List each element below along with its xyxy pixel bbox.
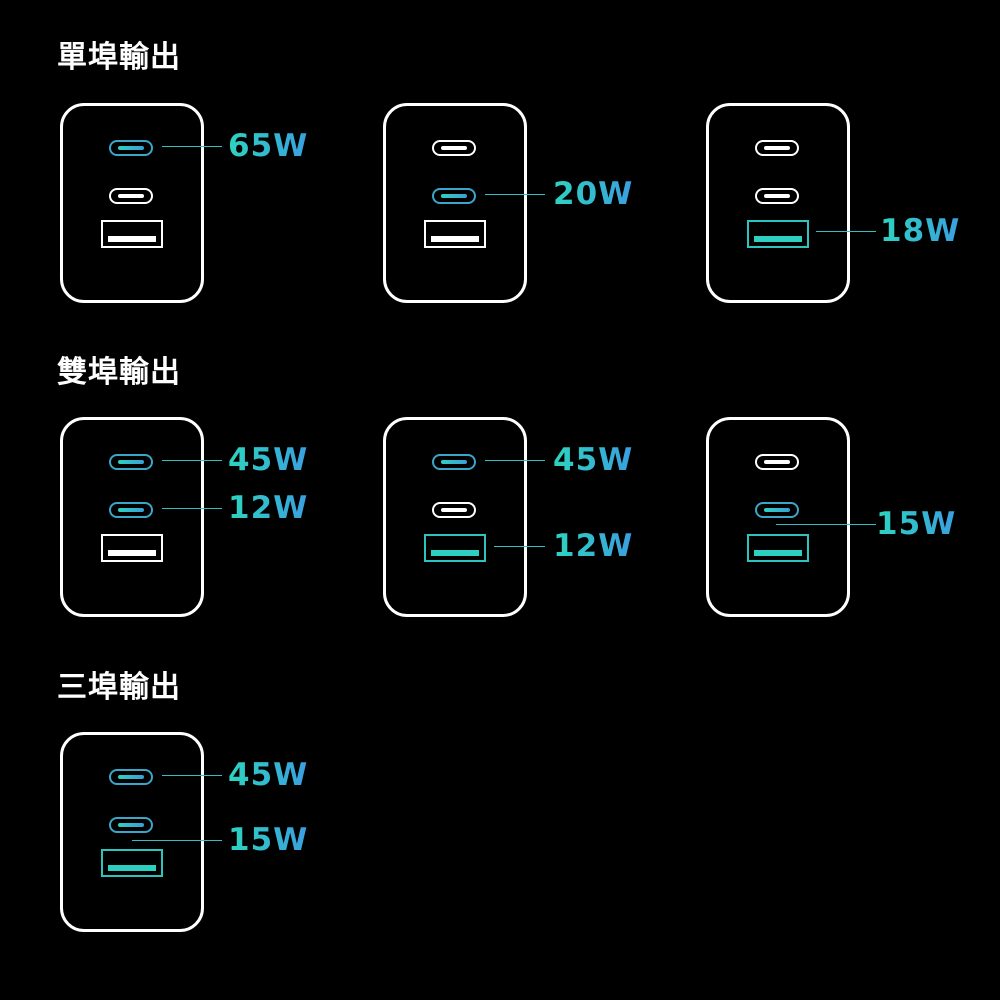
section-heading: 單埠輸出	[57, 40, 181, 75]
usb-c-port-icon	[432, 140, 476, 156]
usb-c-port-icon	[109, 188, 153, 204]
leader-line	[162, 460, 222, 461]
wattage-label: 45W	[553, 442, 634, 478]
usb-c-port-icon	[755, 188, 799, 204]
charger-outline	[383, 417, 527, 617]
usb-c-port-icon	[432, 188, 476, 204]
leader-line	[162, 146, 222, 147]
usb-c-port-icon	[109, 502, 153, 518]
leader-line	[132, 840, 222, 841]
section-heading: 雙埠輸出	[57, 355, 181, 390]
usb-c-port-icon	[109, 769, 153, 785]
leader-line	[494, 546, 545, 547]
usb-a-port-icon	[101, 849, 163, 877]
charger-outline	[706, 417, 850, 617]
leader-line	[162, 508, 222, 509]
wattage-label: 15W	[228, 822, 309, 858]
usb-a-port-icon	[747, 534, 809, 562]
wattage-label: 20W	[553, 176, 634, 212]
wattage-label: 12W	[228, 490, 309, 526]
charger-outline	[383, 103, 527, 303]
usb-c-port-icon	[755, 140, 799, 156]
charger-outline	[60, 103, 204, 303]
usb-a-port-icon	[101, 534, 163, 562]
usb-a-port-icon	[424, 220, 486, 248]
usb-c-port-icon	[755, 454, 799, 470]
usb-c-port-icon	[432, 502, 476, 518]
charger-outline	[60, 417, 204, 617]
usb-a-port-icon	[424, 534, 486, 562]
leader-line	[816, 231, 876, 232]
leader-line	[485, 460, 545, 461]
usb-c-port-icon	[109, 454, 153, 470]
charger-outline	[60, 732, 204, 932]
wattage-label: 15W	[876, 506, 957, 542]
wattage-label: 65W	[228, 128, 309, 164]
charger-outline	[706, 103, 850, 303]
section-heading: 三埠輸出	[57, 670, 181, 705]
leader-line	[162, 775, 222, 776]
usb-c-port-icon	[109, 140, 153, 156]
usb-a-port-icon	[747, 220, 809, 248]
usb-a-port-icon	[101, 220, 163, 248]
wattage-label: 12W	[553, 528, 634, 564]
leader-line	[776, 524, 876, 525]
wattage-label: 18W	[880, 213, 961, 249]
leader-line	[485, 194, 545, 195]
usb-c-port-icon	[432, 454, 476, 470]
usb-c-port-icon	[109, 817, 153, 833]
wattage-label: 45W	[228, 442, 309, 478]
usb-c-port-icon	[755, 502, 799, 518]
wattage-label: 45W	[228, 757, 309, 793]
